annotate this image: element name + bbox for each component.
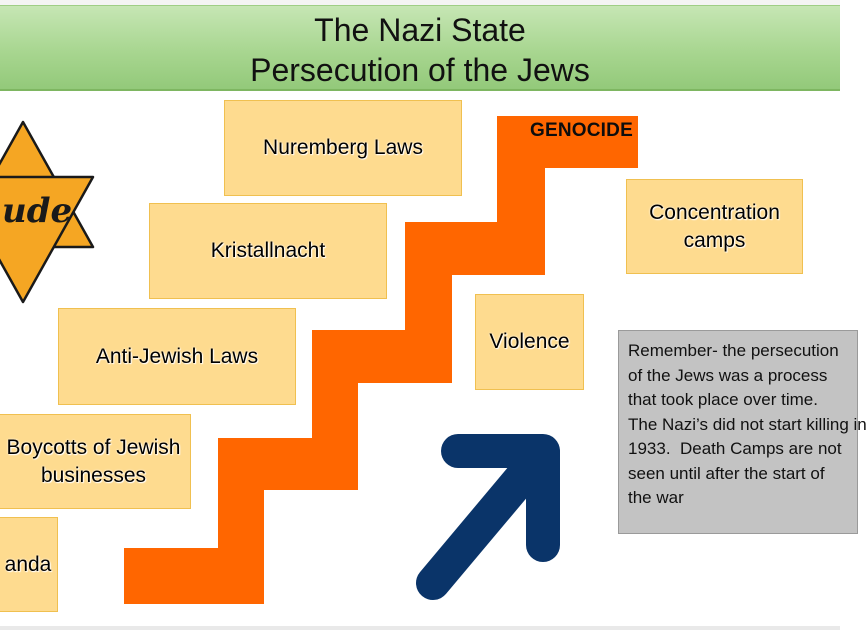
step-label: Concentration camps bbox=[649, 200, 780, 252]
step-propaganda: anda bbox=[0, 517, 58, 612]
step-boycotts: Boycotts of Jewish businesses bbox=[0, 414, 191, 509]
step-label: Violence bbox=[489, 330, 570, 353]
step-nuremberg-laws: Nuremberg Laws bbox=[224, 100, 462, 196]
staircase-shape bbox=[124, 116, 638, 604]
staircase-graphic: ude bbox=[0, 116, 638, 604]
step-label: Nuremberg Laws bbox=[263, 136, 423, 159]
step-concentration-camps: Concentration camps bbox=[626, 179, 803, 274]
step-label: anda bbox=[4, 552, 52, 576]
step-label: Anti-Jewish Laws bbox=[95, 344, 259, 368]
star-badge-text: ude bbox=[2, 191, 72, 231]
step-label: Boycotts of Jewish businesses bbox=[6, 435, 181, 487]
step-anti-jewish-laws: Anti-Jewish Laws bbox=[58, 308, 296, 405]
bottom-border bbox=[0, 626, 840, 630]
yellow-star-icon: ude bbox=[0, 120, 95, 304]
slide-title: The Nazi State Persecution of the Jews bbox=[0, 5, 840, 91]
step-kristallnacht: Kristallnacht bbox=[149, 203, 387, 299]
up-arrow-icon bbox=[416, 434, 560, 600]
reminder-note: Remember- the persecution of the Jews wa… bbox=[618, 330, 867, 534]
genocide-label: GENOCIDE bbox=[530, 120, 633, 141]
top-strip bbox=[0, 0, 840, 5]
title-line-1: The Nazi State bbox=[314, 12, 526, 48]
title-line-2: Persecution of the Jews bbox=[250, 52, 590, 88]
step-label: Kristallnacht bbox=[210, 239, 326, 262]
step-violence: Violence bbox=[475, 294, 584, 390]
